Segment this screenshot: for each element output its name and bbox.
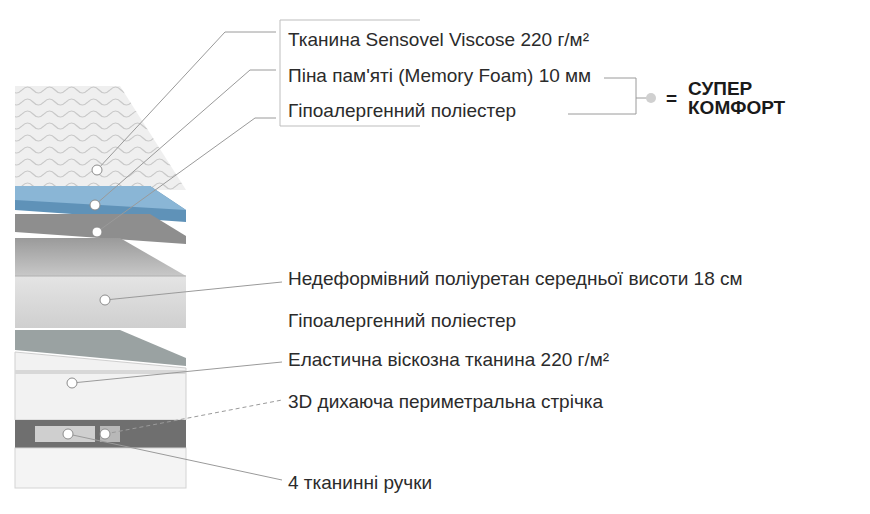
- layer-label: 3D дихаюча периметральна стрічка: [286, 391, 605, 413]
- equals-sign: =: [664, 89, 679, 108]
- layer-label: Гіпоалергенний поліестер: [286, 310, 518, 332]
- layer-label: Еластична віскозна тканина 220 г/м²: [286, 349, 611, 371]
- layer-label: Піна пам'яті (Memory Foam) 10 мм: [286, 65, 593, 87]
- layer-label: 4 тканинні ручки: [286, 472, 434, 494]
- layer-label: Гіпоалергенний поліестер: [286, 100, 518, 122]
- layer-label: Тканина Sensovel Viscose 220 г/м²: [286, 29, 591, 51]
- summary-label: СУПЕР КОМФОРТ: [686, 79, 787, 117]
- layer-label: Недеформівний поліуретан середньої висот…: [286, 268, 745, 290]
